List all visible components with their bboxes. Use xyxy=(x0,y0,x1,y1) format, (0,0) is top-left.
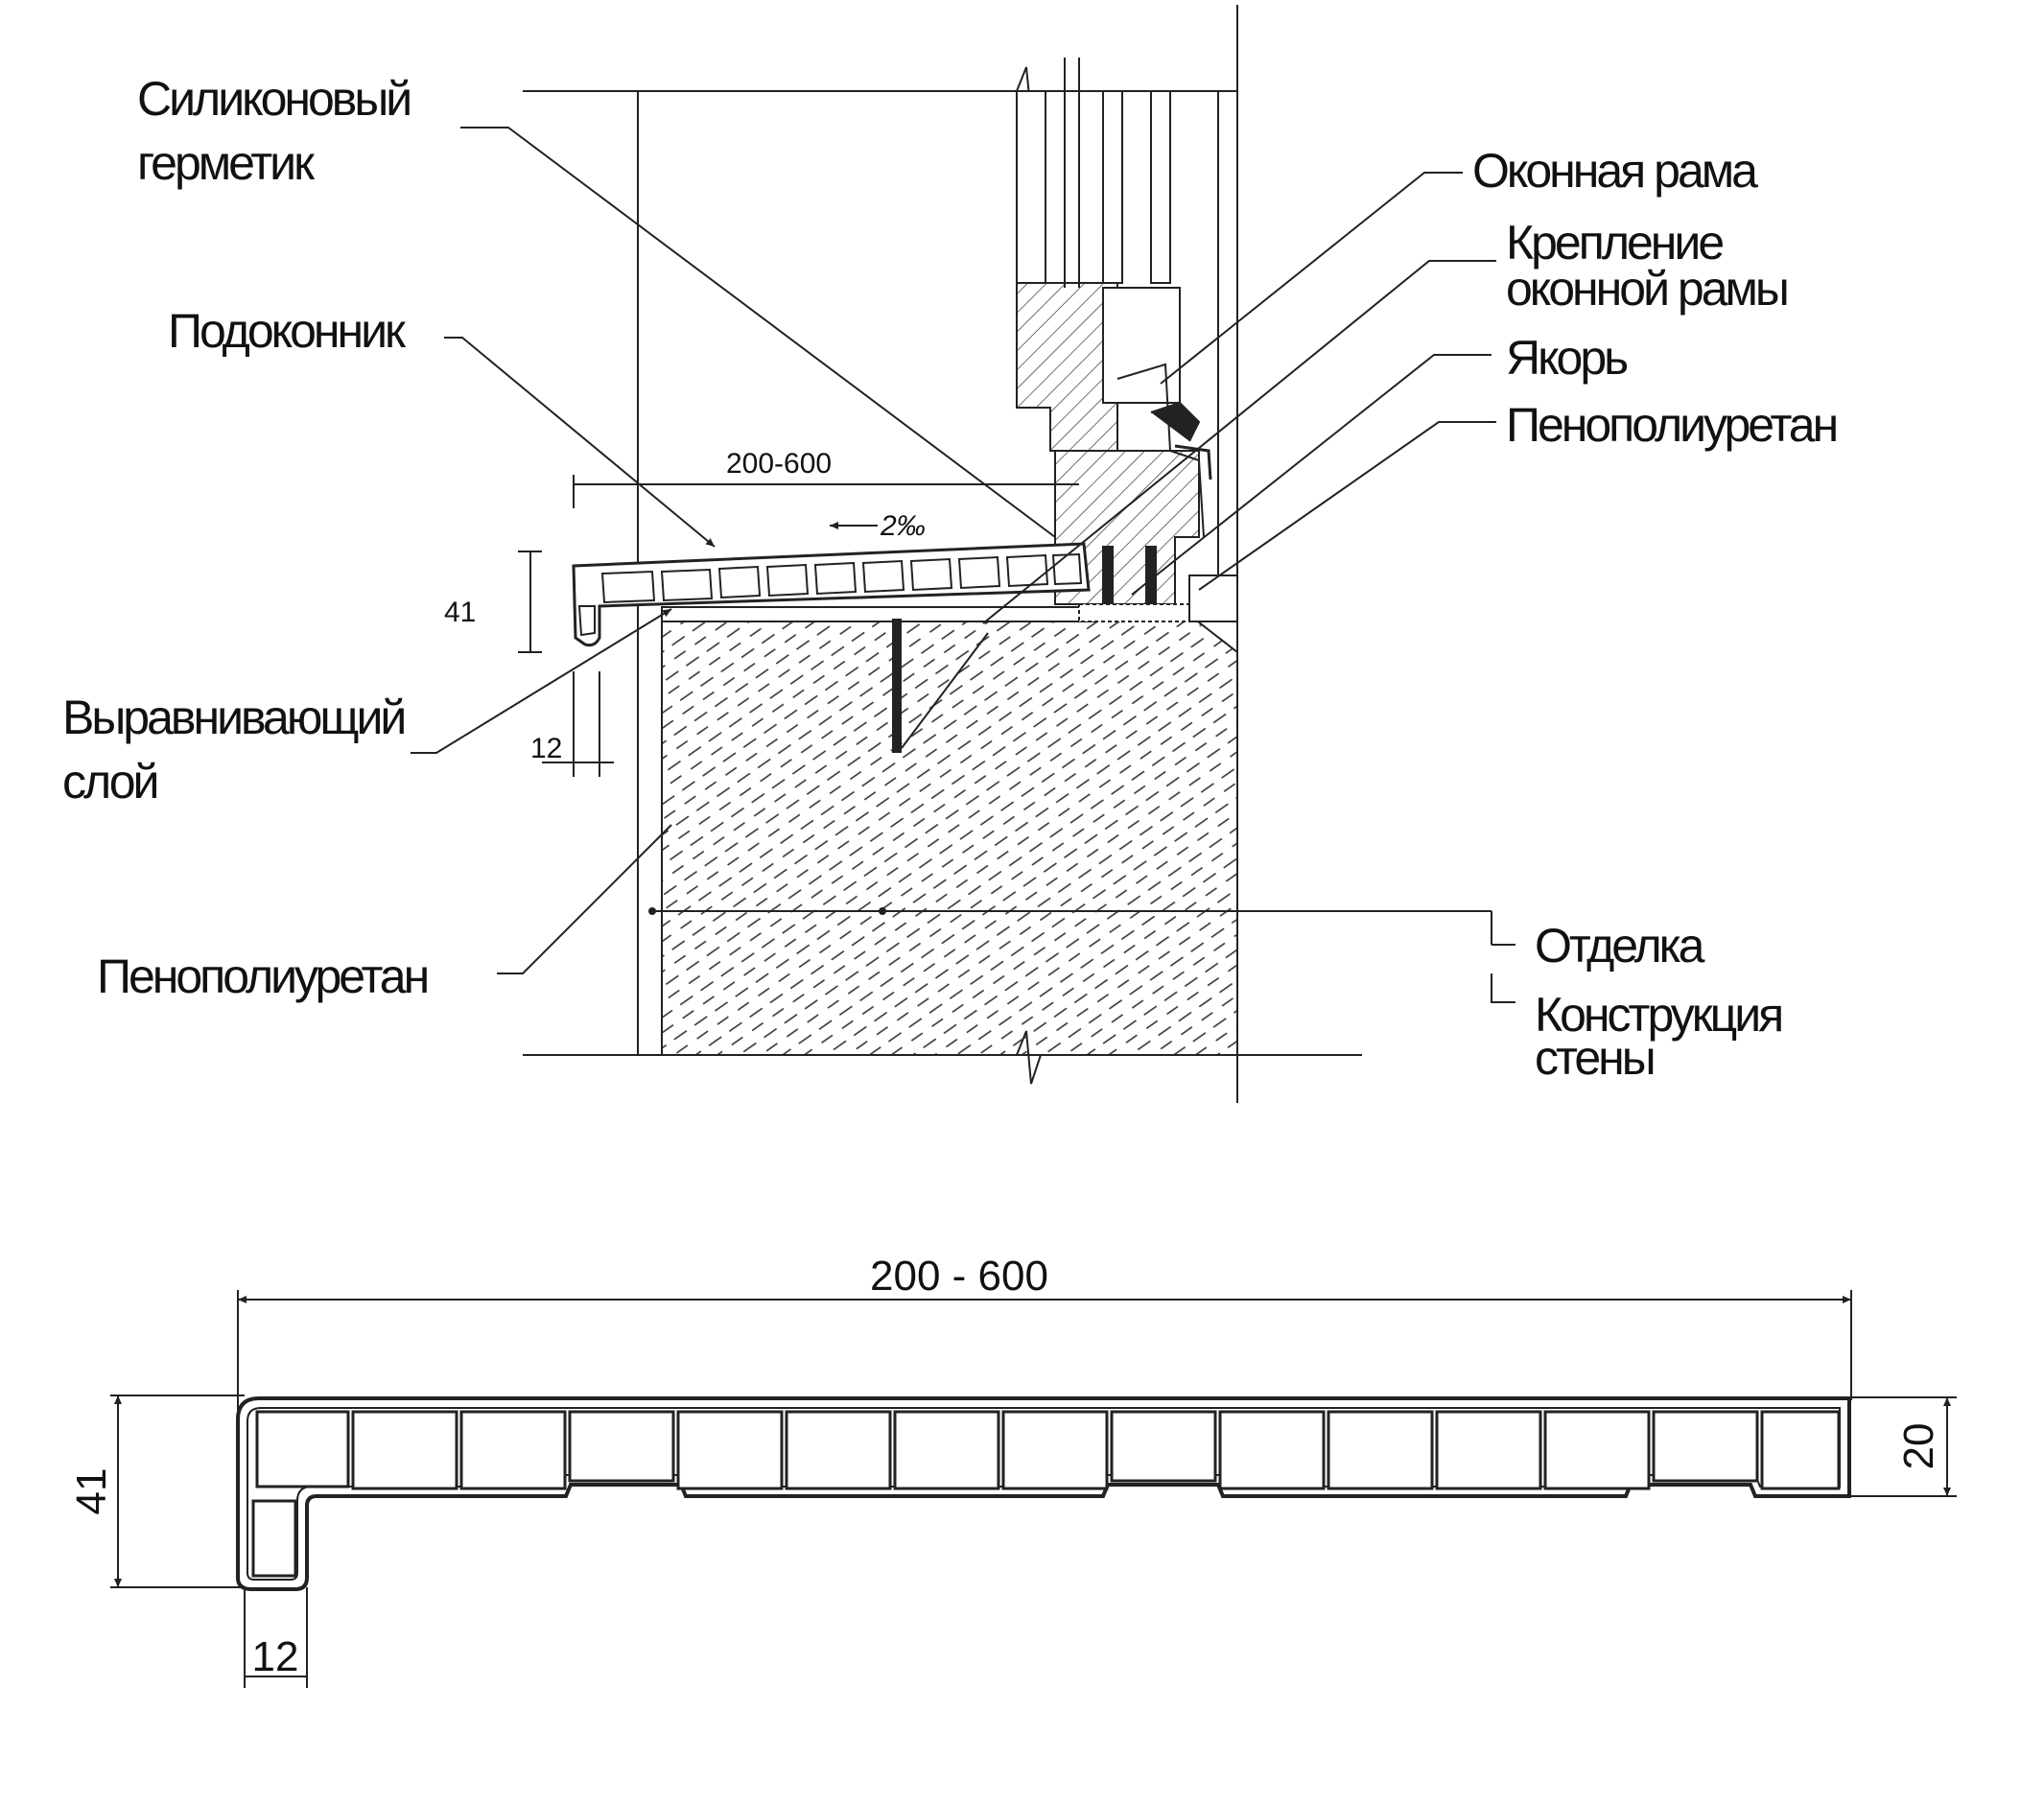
profile-nose-dim: 12 xyxy=(252,1633,299,1680)
sill-board-cells xyxy=(577,552,1083,637)
label-silicone-line1: Силиконовый xyxy=(137,72,410,126)
label-fastening-line2: оконной рамы xyxy=(1506,262,1787,316)
section-height-dim: 41 xyxy=(444,597,476,628)
label-frame: Оконная рама xyxy=(1472,144,1758,198)
leader-lines xyxy=(411,127,1515,1003)
slope-text: 2‰ xyxy=(880,510,926,542)
label-sill: Подоконник xyxy=(168,304,407,358)
label-anchor: Якорь xyxy=(1506,331,1627,385)
profile-cells xyxy=(251,1410,1841,1578)
profile-dimension-lines xyxy=(110,1290,1957,1688)
frame-foam-bead xyxy=(1078,603,1195,622)
section-drawing: 2‰ 200-600 41 12 xyxy=(444,5,1492,1103)
section-dimensions xyxy=(518,475,1079,777)
leveling-layer xyxy=(661,606,1094,622)
anchor-bracket xyxy=(892,619,902,753)
label-foam-left: Пенополиуретан xyxy=(97,949,428,1003)
label-foam-right: Пенополиуретан xyxy=(1506,398,1837,452)
label-finish: Отделка xyxy=(1535,919,1705,973)
label-silicone-line2: герметик xyxy=(137,136,316,190)
profile-width-dim: 200 - 600 xyxy=(870,1253,1048,1300)
label-leveling-line1: Выравнивающий xyxy=(62,691,404,744)
profile-drawing: 200 - 600 41 20 12 xyxy=(68,1253,1957,1688)
label-wall-line2: стены xyxy=(1535,1031,1654,1085)
label-wall-line1: Конструкция xyxy=(1535,988,1781,1042)
section-nose-dim: 12 xyxy=(530,733,562,764)
exterior-sill-seal xyxy=(1188,574,1238,622)
label-fastening-line1: Крепление xyxy=(1506,216,1723,270)
labels: Силиконовый герметик Подоконник Выравнив… xyxy=(62,72,1840,1085)
section-width-dim: 200-600 xyxy=(726,448,832,480)
profile-board-dim: 20 xyxy=(1895,1423,1942,1470)
window-frame xyxy=(1016,58,1212,605)
label-leveling-line2: слой xyxy=(62,755,157,809)
profile-height-dim: 41 xyxy=(68,1468,115,1515)
